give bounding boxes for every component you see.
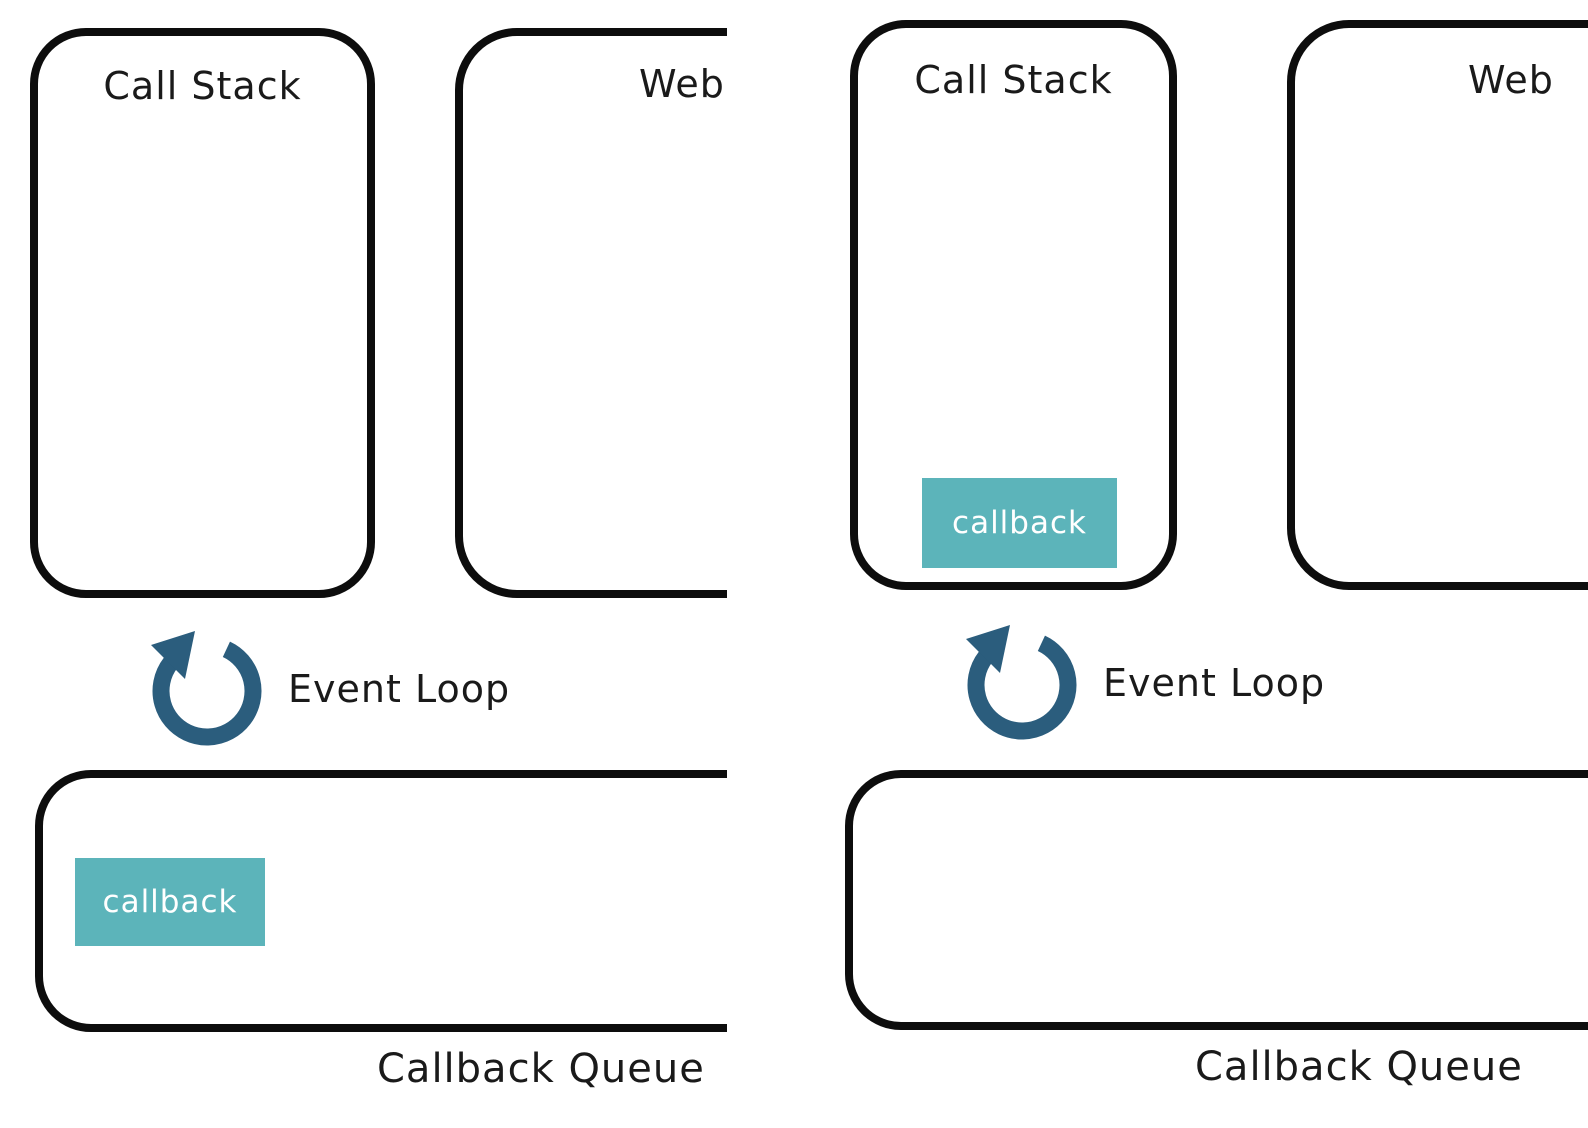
web-apis-box	[1287, 20, 1588, 590]
callback-queue-box	[845, 770, 1588, 1030]
circular-arrow-icon	[151, 631, 262, 746]
call-stack-box	[30, 28, 375, 598]
call-stack-title: Call Stack	[914, 58, 1113, 102]
event-loop-label: Event Loop	[1103, 661, 1326, 705]
circular-arrow-icon	[966, 625, 1077, 740]
callback-block: callback	[922, 478, 1117, 568]
callback-queue-title: Callback Queue	[377, 1046, 705, 1092]
callback-block: callback	[75, 858, 265, 946]
callback-queue-title: Callback Queue	[1195, 1044, 1523, 1090]
web-apis-title: Web	[639, 62, 725, 106]
web-apis-title: Web	[1468, 58, 1554, 102]
event-loop: Event Loop	[957, 622, 1325, 744]
call-stack-title: Call Stack	[103, 64, 302, 108]
diagram-frame-1: Call Stack Web Event Loop callback Callb…	[0, 0, 727, 1128]
diagram-frame-2: Call Stack callback Web Event Loop Callb…	[727, 0, 1588, 1128]
event-loop-label: Event Loop	[288, 667, 511, 711]
event-loop: Event Loop	[142, 628, 510, 750]
web-apis-box	[455, 28, 727, 598]
